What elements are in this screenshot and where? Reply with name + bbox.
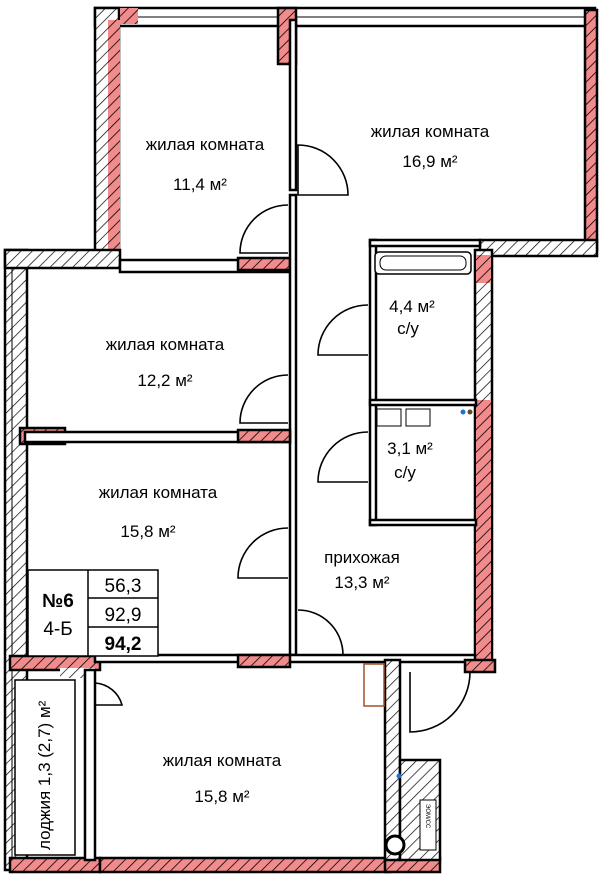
room-name: жилая комната: [163, 751, 282, 770]
entrance-door[interactable]: [409, 671, 471, 733]
interior-walls: [14, 18, 497, 862]
apartment-number: №6: [42, 591, 74, 612]
door-bath-2[interactable]: [317, 431, 369, 483]
sink-icon: [376, 408, 402, 427]
utility-label: ЭОМ/СС: [424, 804, 430, 829]
door-room-4[interactable]: [237, 527, 289, 579]
fixtures: ЭОМ/СС: [363, 251, 473, 856]
room-area: 15,8 м²: [120, 522, 175, 541]
room-name: жилая комната: [146, 135, 265, 154]
door-room-1[interactable]: [239, 204, 289, 254]
room-area: 15,8 м²: [194, 787, 249, 806]
room-area: 4,4 м²: [389, 297, 435, 316]
apartment-type: 4-Б: [43, 619, 72, 640]
total-area: 92,9: [105, 605, 142, 626]
door-room-3[interactable]: [239, 374, 289, 424]
riser-icon: [384, 834, 406, 856]
total-area-with-loggia: 94,2: [105, 634, 142, 655]
room-area: 3,1 м²: [387, 439, 433, 458]
living-area: 56,3: [105, 576, 142, 597]
loggia-label: лоджия 1,3 (2,7) м²: [35, 700, 54, 850]
room-name: жилая комната: [99, 483, 218, 502]
room-area: 13,3 м²: [334, 573, 389, 592]
door-loggia[interactable]: [94, 682, 124, 706]
door-room-5[interactable]: [297, 609, 344, 656]
room-name: прихожая: [324, 548, 400, 567]
bathtub-icon: [374, 251, 472, 275]
exterior-walls: [3, 6, 599, 874]
door-room-2[interactable]: [297, 144, 349, 196]
room-area: 12,2 м²: [137, 371, 192, 390]
room-area: 16,9 м²: [402, 152, 457, 171]
room-labels: жилая комната 11,4 м² жилая комната 16,9…: [35, 122, 490, 850]
room-area: 11,4 м²: [173, 175, 227, 194]
door-bath-1[interactable]: [317, 304, 369, 356]
apartment-info-box: №6 4-Б 56,3 92,9 94,2: [27, 569, 159, 657]
room-name: с/у: [397, 319, 419, 338]
room-name: с/у: [394, 463, 416, 482]
room-name: жилая комната: [106, 335, 225, 354]
room-name: жилая комната: [371, 122, 490, 141]
sink-icon: [405, 408, 431, 427]
doors: [94, 144, 471, 733]
cabinet-icon: [363, 663, 385, 707]
